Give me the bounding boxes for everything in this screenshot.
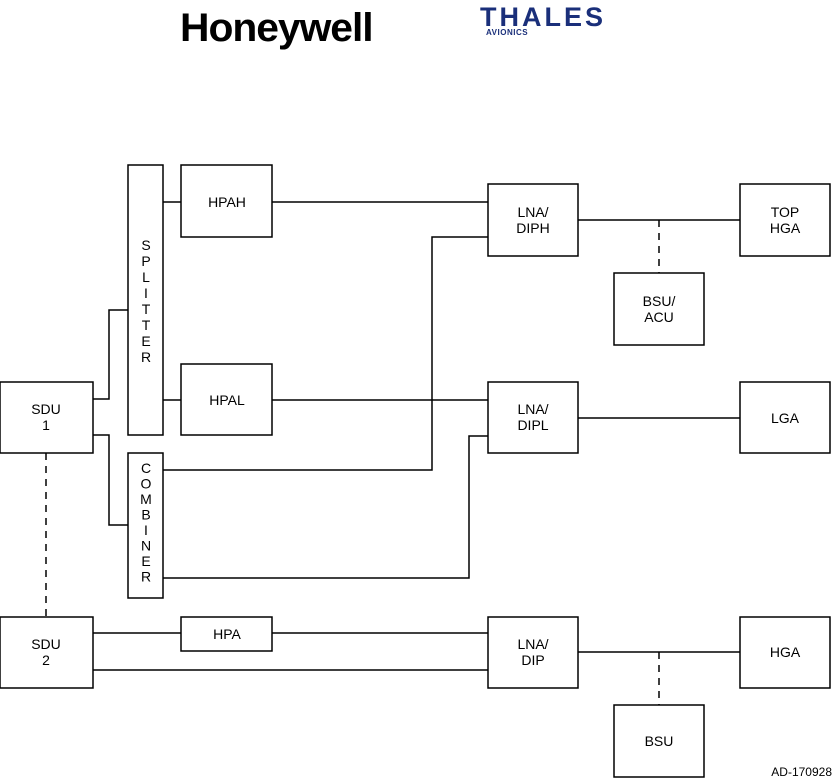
bsu-label: BSU: [645, 733, 674, 749]
document-id: AD-170928: [771, 765, 832, 779]
sdu2-label-line2: 2: [42, 652, 50, 668]
lna-dip-label-line2: DIP: [521, 652, 544, 668]
sdu1-label-line1: SDU: [31, 401, 61, 417]
top-hga-label-line1: TOP: [771, 204, 800, 220]
sdu2-label-line1: SDU: [31, 636, 61, 652]
top-hga-label-line2: HGA: [770, 220, 801, 236]
lga-label: LGA: [771, 410, 800, 426]
lna-dipl-label-line1: LNA/: [517, 401, 548, 417]
bsu-acu-label-line2: ACU: [644, 309, 674, 325]
connection-lines: [93, 202, 740, 670]
sdu1-label-line2: 1: [42, 417, 50, 433]
box-outlines: [0, 165, 830, 777]
sdu1-splitter-line: [93, 310, 128, 399]
hpal-label: HPAL: [209, 392, 245, 408]
sdu1-combiner-line: [93, 435, 128, 525]
lna-dip-label-line1: LNA/: [517, 636, 548, 652]
bsu-acu-label-line1: BSU/: [643, 293, 676, 309]
lna-diph-label-line2: DIPH: [516, 220, 549, 236]
hpa-label: HPA: [213, 626, 241, 642]
lna-diph-label-line1: LNA/: [517, 204, 548, 220]
lna-dipl-label-line2: DIPL: [517, 417, 548, 433]
hpah-label: HPAH: [208, 194, 246, 210]
combiner-lna-dipl-line: [163, 436, 488, 578]
hga-label: HGA: [770, 644, 801, 660]
